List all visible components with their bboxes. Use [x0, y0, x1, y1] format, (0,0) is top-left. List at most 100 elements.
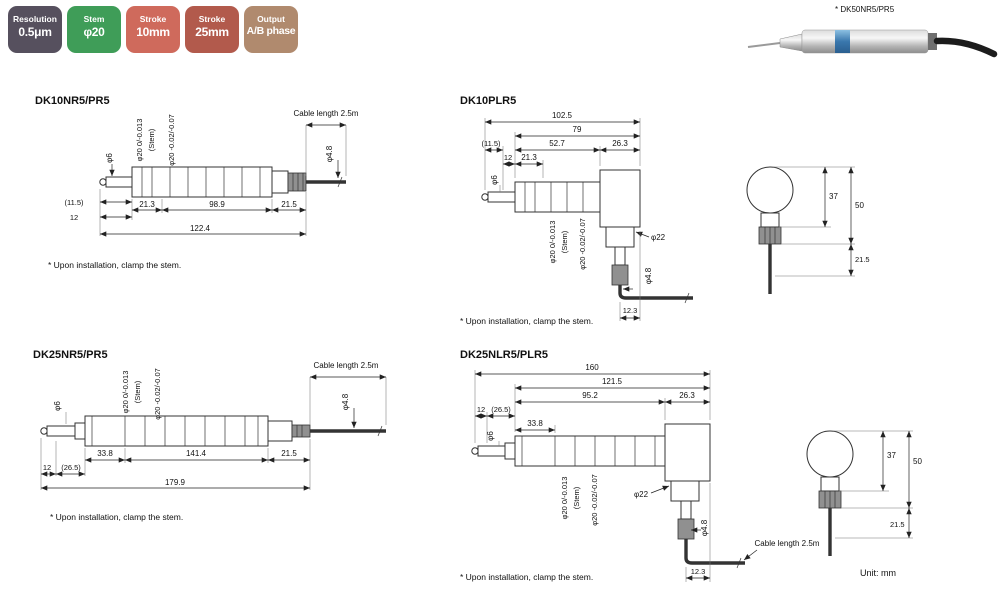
- diagram-dk10nr5-pr5: DK10NR5/PR5 Cable length 2.5m φ6 φ20 0/: [35, 95, 359, 270]
- dim-label: 50: [855, 201, 864, 210]
- badge-label: Resolution: [13, 14, 57, 24]
- probe-cone: [779, 33, 803, 52]
- cable: [618, 285, 693, 300]
- stem-label: (Stem): [147, 128, 156, 151]
- spec-badges: Resolution 0.5μm Stem φ20 Stroke 10mm St…: [8, 6, 298, 53]
- dim-label: 12: [504, 153, 512, 162]
- badge-label: Stroke: [139, 14, 167, 24]
- product-photo: * DK50NR5/PR5: [747, 5, 998, 58]
- diagram-title: DK25NR5/PR5: [33, 349, 108, 361]
- badge-stroke-25: Stroke 25mm: [185, 6, 239, 53]
- dim-label: 12: [477, 405, 485, 414]
- cable-diameter-label: φ4.8: [341, 393, 350, 410]
- elbow-head: [599, 169, 641, 228]
- stem-label: (Stem): [560, 230, 569, 253]
- dim-label: 21.5: [855, 255, 870, 264]
- cable-length-label: Cable length 2.5m: [755, 539, 820, 548]
- dim-label: 179.9: [165, 478, 186, 487]
- probe-drawing: [40, 415, 386, 447]
- head-diameter-label: φ22: [634, 490, 649, 499]
- dim-label: (11.5): [64, 198, 84, 207]
- cable-diameter-label: φ4.8: [700, 519, 709, 536]
- badge-label: Stroke: [198, 14, 226, 24]
- dim-label: 160: [585, 363, 599, 372]
- badge-resolution: Resolution 0.5μm: [8, 6, 62, 53]
- installation-note: * Upon installation, clamp the stem.: [460, 316, 593, 326]
- dim-label: 33.8: [527, 419, 543, 428]
- dim-label: 102.5: [552, 111, 573, 120]
- diagram-dk10plr5: DK10PLR5 102.5 79 (11.5) 5: [460, 95, 870, 326]
- elbow-head: [664, 423, 711, 482]
- dim-label: 21.5: [281, 200, 297, 209]
- dim-label: 79: [573, 125, 582, 134]
- probe-drawing: [481, 169, 693, 304]
- dim-label: 37: [887, 451, 896, 460]
- diameter-label: φ6: [105, 153, 114, 163]
- installation-note: * Upon installation, clamp the stem.: [48, 260, 181, 270]
- dim-label: 52.7: [549, 139, 565, 148]
- dim-label: 121.5: [602, 377, 623, 386]
- dim-label: (26.5): [491, 405, 511, 414]
- dim-label: 33.8: [97, 449, 113, 458]
- badge-stem: Stem φ20: [67, 6, 121, 53]
- cable-length-label: Cable length 2.5m: [314, 361, 379, 370]
- dim-label: 21.5: [281, 449, 297, 458]
- dim-label: 21.3: [139, 200, 155, 209]
- product-variant-label: * DK50NR5/PR5: [835, 5, 895, 14]
- cable-diameter-label: φ4.8: [644, 267, 653, 284]
- stem-diameter-label: φ20 0/-0.013: [548, 221, 557, 264]
- badge-output: Output A/B phase: [244, 6, 298, 53]
- dim-label: 12.3: [691, 567, 706, 576]
- cable-length-label: Cable length 2.5m: [294, 109, 359, 118]
- diagram-title: DK25NLR5/PLR5: [460, 349, 548, 361]
- dim-label: 12: [43, 463, 51, 472]
- probe-drawing: [471, 423, 745, 569]
- connector-plug: [677, 518, 695, 540]
- probe-tip: [747, 42, 781, 48]
- installation-note: * Upon installation, clamp the stem.: [460, 572, 593, 582]
- stem-label: (Stem): [133, 380, 142, 403]
- dimensions: Cable length 2.5m φ6 φ20 0/-0.013 (Stem)…: [64, 109, 359, 237]
- badge-label: Output: [257, 14, 285, 24]
- badge-label: Stem: [83, 14, 105, 24]
- probe-end-cap: [928, 33, 937, 50]
- stem-diameter-label: φ20 0/-0.013: [121, 371, 130, 414]
- connector-plug: [291, 424, 311, 438]
- stem-label: (Stem): [572, 486, 581, 509]
- dim-label: (11.5): [481, 139, 501, 148]
- diagram-dk25nlr5-plr5: DK25NLR5/PLR5 160 121.5 9: [460, 349, 922, 582]
- badge-value: 25mm: [195, 25, 229, 39]
- badge-value: 10mm: [136, 25, 170, 39]
- side-view: 37 50 21.5: [806, 430, 922, 556]
- connector-plug: [611, 264, 629, 286]
- dim-label: 122.4: [190, 224, 211, 233]
- diameter-label: φ6: [53, 401, 62, 411]
- dimensions: 102.5 79 (11.5) 52.7 26.3 12 21.3 φ6 φ20…: [481, 111, 666, 321]
- dim-label: 21.3: [521, 153, 537, 162]
- dim-label: 37: [829, 192, 838, 201]
- dim-label: 12: [70, 213, 78, 222]
- dim-label: 50: [913, 457, 922, 466]
- badge-value: 0.5μm: [18, 25, 52, 39]
- dim-label: 95.2: [582, 391, 598, 400]
- badge-value: φ20: [83, 25, 105, 39]
- stem-diameter-label: φ20 0/-0.013: [560, 477, 569, 520]
- dim-label: 26.3: [679, 391, 695, 400]
- installation-note: * Upon installation, clamp the stem.: [50, 512, 183, 522]
- dim-label: 21.5: [890, 520, 905, 529]
- badge-stroke-10: Stroke 10mm: [126, 6, 180, 53]
- probe-photo: [747, 29, 998, 58]
- side-view: 37 50 21.5: [746, 166, 870, 294]
- diagram-title: DK10NR5/PR5: [35, 95, 110, 107]
- body-diameter-label: φ20 -0.02/-0.07: [590, 474, 599, 526]
- probe-drawing: [99, 166, 346, 198]
- body-diameter-label: φ20 -0.02/-0.07: [578, 218, 587, 270]
- diagram-title: DK10PLR5: [460, 95, 516, 107]
- dimensions: Cable length 2.5m φ6 φ20 0/-0.013 (Stem)…: [40, 361, 387, 491]
- body-diameter-label: φ20 -0.02/-0.07: [153, 368, 162, 420]
- cable-diameter-label: φ4.8: [325, 145, 334, 162]
- unit-label: Unit: mm: [860, 568, 896, 578]
- stem-diameter-label: φ20 0/-0.013: [135, 119, 144, 162]
- dim-label: 141.4: [186, 449, 207, 458]
- probe-cable: [933, 37, 998, 58]
